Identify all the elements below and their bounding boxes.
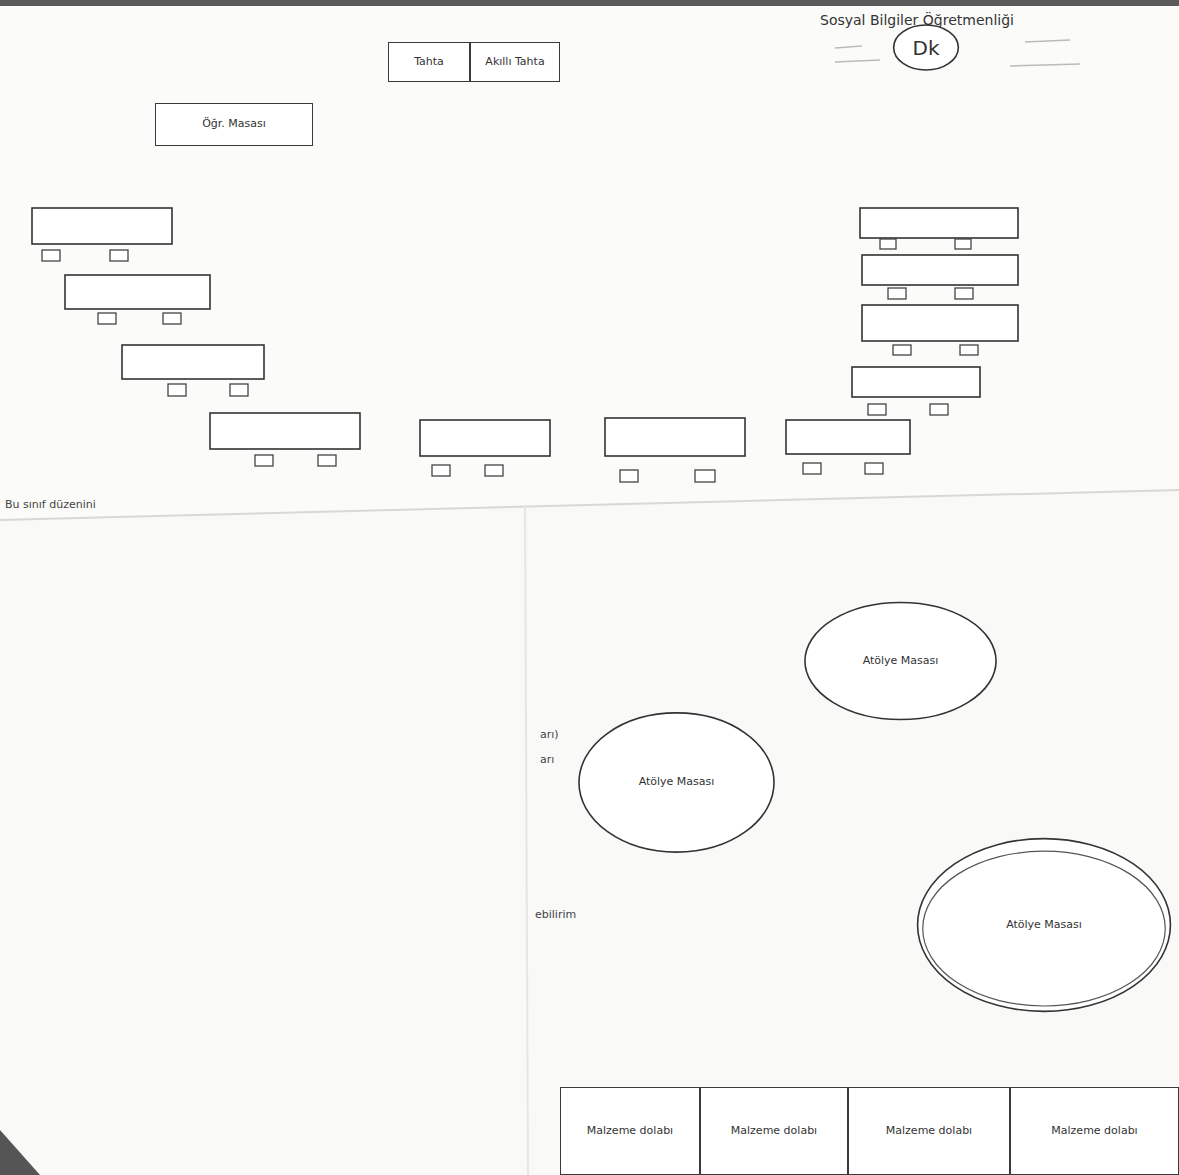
top-sheet [0,0,1179,520]
cabinet-box: Malzeme dolabı [1010,1087,1179,1175]
note-fragment: arı) [540,728,559,741]
node-text: Malzeme dolabı [584,1124,676,1138]
workshop-table: Atölye Masası [915,835,1173,1015]
note-fragment: ebilirim [535,908,576,921]
node-text: Öğr. Masası [199,117,269,131]
sheet-edge [0,490,1179,520]
node-text: Dk [910,35,943,61]
node-text: Akıllı Tahta [482,55,547,69]
lower-sheet [0,490,1179,1175]
teacher-desk-box: Öğr. Masası [155,103,313,146]
chairs [42,239,978,482]
note-text: Bu sınıf düzenini [5,498,96,511]
workshop-table: Atölye Masası [577,710,776,855]
photo-corner [0,1130,40,1175]
smart-board-box: Akıllı Tahta [470,42,560,82]
cabinet-box: Malzeme dolabı [848,1087,1010,1175]
node-text: Atölye Masası [860,654,942,668]
student-desks [32,208,1018,456]
photo-edge [0,0,1179,6]
node-text: Malzeme dolabı [1048,1124,1140,1138]
circled-mark: Dk [893,24,959,71]
fold-line [525,505,528,1175]
node-text: Tahta [411,55,447,69]
cabinet-box: Malzeme dolabı [700,1087,848,1175]
note-fragment: arı [540,753,554,766]
node-text: Malzeme dolabı [728,1124,820,1138]
board-box: Tahta [388,42,470,82]
node-text: Malzeme dolabı [883,1124,975,1138]
cabinet-box: Malzeme dolabı [560,1087,700,1175]
node-text: Atölye Masası [636,775,718,789]
workshop-table: Atölye Masası [803,600,998,722]
node-text: Atölye Masası [1003,918,1085,932]
